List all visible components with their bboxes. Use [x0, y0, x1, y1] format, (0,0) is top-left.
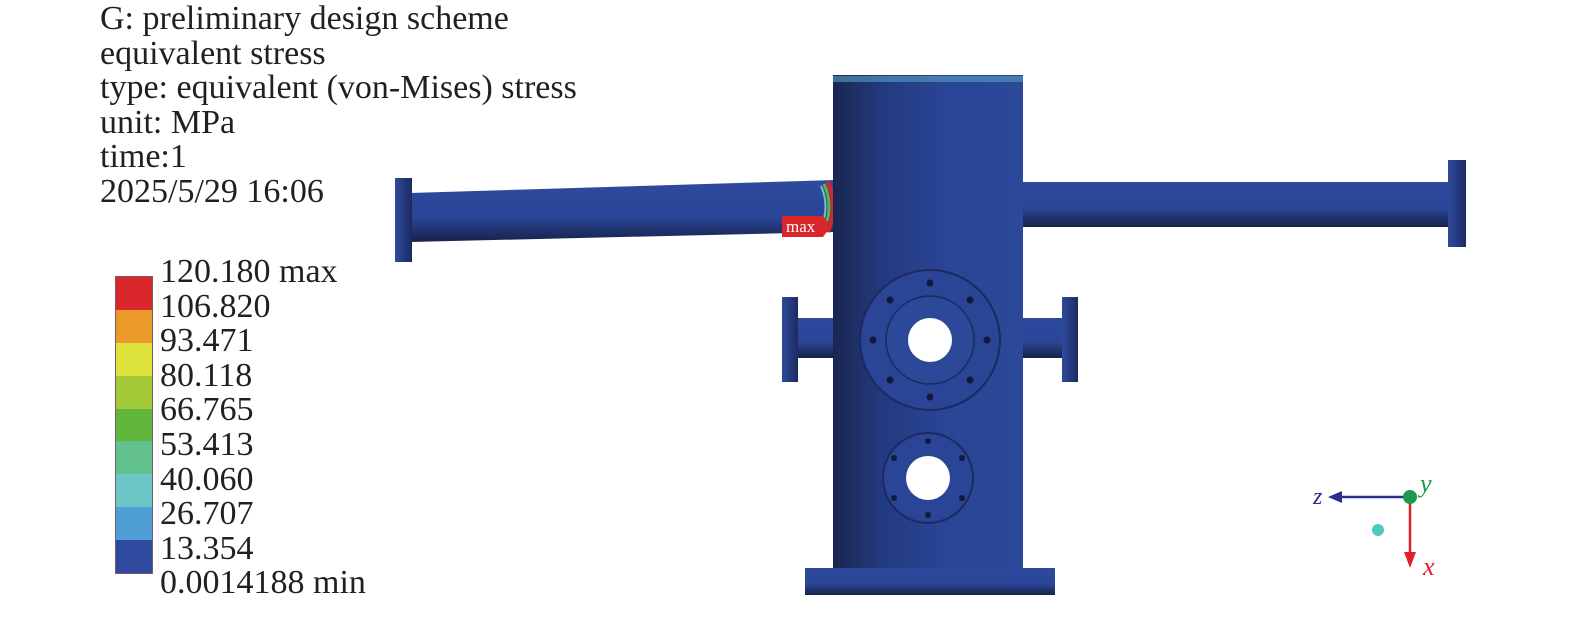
legend-color-swatch: [116, 309, 152, 343]
lower-flange: [882, 432, 974, 524]
right-nozzle: [1020, 160, 1466, 247]
legend-label: 80.118: [160, 356, 253, 394]
triad-origin-dot-icon: [1372, 524, 1384, 536]
y-axis-label: y: [1417, 469, 1432, 498]
manway-flange: [859, 269, 1001, 411]
legend-label: 26.707: [160, 495, 254, 533]
result-time: time:1: [100, 138, 187, 175]
result-name: equivalent stress: [100, 34, 326, 72]
result-date: 2025/5/29 16:06: [100, 172, 324, 210]
z-arrow-icon: [1328, 491, 1342, 503]
color-legend-bar: [115, 276, 153, 575]
result-header: G: preliminary design scheme equivalent …: [100, 0, 577, 210]
max-marker: max: [782, 216, 831, 237]
legend-label: 13.354: [160, 529, 254, 567]
coordinate-triad[interactable]: z x y: [1312, 469, 1435, 581]
z-axis-label: z: [1312, 484, 1323, 510]
result-unit: unit: MPa: [100, 103, 236, 141]
legend-label: 66.765: [160, 391, 254, 429]
legend-color-swatch: [116, 375, 152, 409]
left-inclined-nozzle: [395, 178, 835, 262]
legend-color-swatch: [116, 474, 152, 508]
legend-color-swatch: [116, 408, 152, 442]
y-axis-dot-icon: [1403, 490, 1417, 504]
legend-color-swatch: [116, 342, 152, 376]
left-side-nozzle: [782, 297, 836, 382]
x-axis-label: x: [1422, 552, 1435, 581]
legend-color-swatch: [116, 507, 152, 541]
legend-color-swatch: [116, 441, 152, 475]
legend-color-swatch: [116, 277, 152, 310]
legend-label: 93.471: [160, 322, 254, 360]
result-title: G: preliminary design scheme: [100, 0, 509, 37]
legend-label: 53.413: [160, 425, 254, 463]
legend-label: 0.0014188 min: [160, 564, 366, 602]
result-type: type: equivalent (von-Mises) stress: [100, 69, 577, 106]
color-legend-labels: 120.180 max 106.820 93.471 80.118 66.765…: [160, 253, 366, 602]
legend-label: 106.820: [160, 287, 271, 325]
legend-label: 120.180 max: [160, 253, 338, 290]
x-arrow-icon: [1404, 552, 1416, 568]
legend-color-swatch: [116, 540, 152, 574]
legend-label: 40.060: [160, 460, 254, 498]
max-marker-label: max: [786, 217, 816, 236]
right-side-nozzle: [1020, 297, 1078, 382]
